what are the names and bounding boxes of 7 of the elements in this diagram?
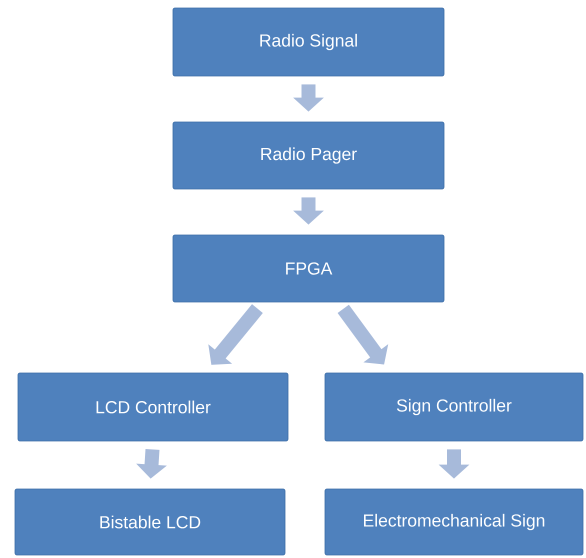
process-box: LCD Controller [18,372,288,442]
process-box: Radio Pager [172,122,444,190]
process-box: Sign Controller [324,372,584,442]
process-box: FPGA [172,234,444,302]
process-box: Electromechanical Sign [324,488,584,556]
process-box: Radio Signal [172,8,444,76]
process-box: Bistable LCD [14,488,286,556]
